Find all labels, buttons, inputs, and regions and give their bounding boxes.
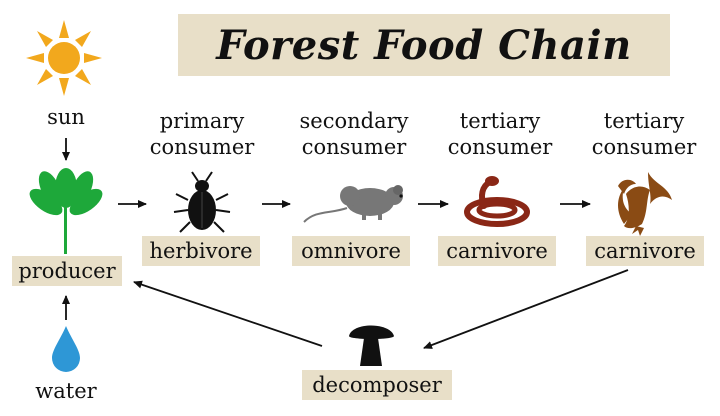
role-label-tertiary-1: tertiary consumer xyxy=(447,109,553,159)
decomposer-tag: decomposer xyxy=(302,370,452,400)
beetle-icon xyxy=(173,171,231,233)
arrow-decomposer-to-producer xyxy=(133,280,323,347)
sun-icon xyxy=(26,20,102,96)
role-label-tertiary-2: tertiary consumer xyxy=(591,109,697,159)
herbivore-tag: herbivore xyxy=(142,236,260,266)
mushroom-icon xyxy=(349,325,394,366)
role-label-primary: primary consumer xyxy=(149,109,255,159)
omnivore-tag: omnivore xyxy=(292,236,410,266)
snake-icon xyxy=(464,176,530,227)
water-drop-icon xyxy=(52,326,80,372)
arrow-carnivore-to-decomposer xyxy=(423,269,629,349)
carnivore-tag-1: carnivore xyxy=(438,236,556,266)
eagle-icon xyxy=(618,172,672,236)
leaf-icon xyxy=(29,168,103,254)
page-title: Forest Food Chain xyxy=(216,21,632,69)
title-banner: Forest Food Chain xyxy=(178,14,670,76)
water-label: water xyxy=(35,379,97,403)
role-label-secondary: secondary consumer xyxy=(299,109,409,159)
carnivore-tag-2: carnivore xyxy=(586,236,704,266)
mouse-icon xyxy=(303,185,403,223)
sun-label: sun xyxy=(47,105,85,129)
producer-tag: producer xyxy=(12,256,122,286)
